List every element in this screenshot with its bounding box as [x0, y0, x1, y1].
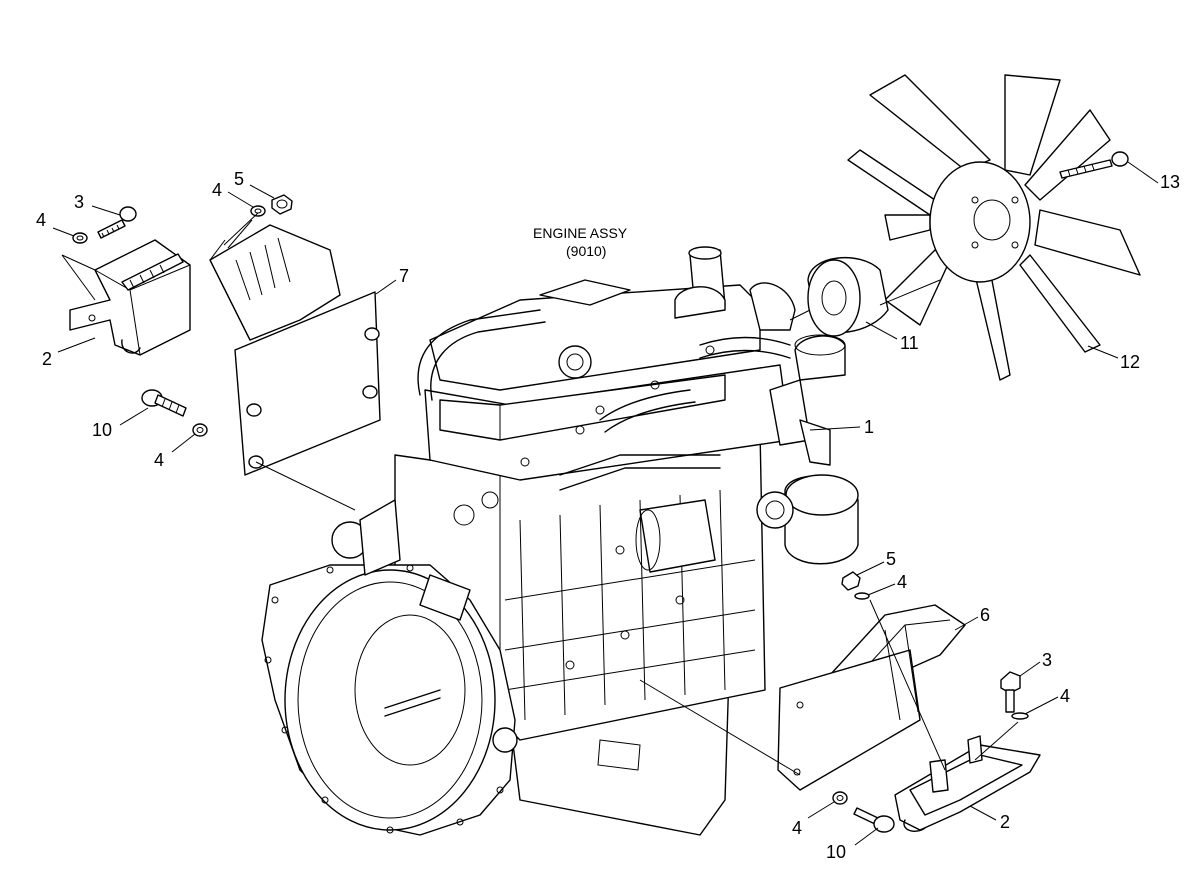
engine-mount-bracket	[777, 604, 966, 791]
hex-bolt	[1000, 671, 1021, 713]
title-line-1: ENGINE ASSY	[533, 225, 628, 241]
hex-bolt	[853, 807, 895, 833]
washer	[1011, 712, 1029, 720]
callout-7: 7	[399, 266, 409, 286]
engine-mount-rubber	[61, 239, 191, 356]
washer	[250, 205, 266, 217]
callout-5: 5	[234, 169, 244, 189]
callout-4: 4	[897, 572, 907, 592]
callout-3: 3	[1042, 650, 1052, 670]
engine-mount-rubber	[894, 735, 1041, 832]
hex-bolt	[1059, 151, 1129, 179]
washer	[72, 232, 88, 244]
engine-mount-bracket	[209, 212, 381, 476]
callout-2: 2	[1000, 812, 1010, 832]
fan-spacer	[807, 257, 889, 337]
hex-bolt	[141, 389, 187, 417]
callout-4: 4	[1060, 686, 1070, 706]
callout-labels: 4 3 5 4 7 2 10 4 13 11 12 1 5 4 6 3 4 4 …	[36, 169, 1180, 862]
callout-5: 5	[886, 549, 896, 569]
callout-12: 12	[1120, 352, 1140, 372]
washer	[192, 423, 208, 437]
flywheel-housing	[261, 499, 518, 836]
callout-13: 13	[1160, 172, 1180, 192]
engine-assembly	[394, 246, 859, 836]
callout-10: 10	[826, 842, 846, 862]
callout-10: 10	[92, 420, 112, 440]
callout-11: 11	[900, 333, 919, 353]
title-line-2: (9010)	[566, 243, 606, 259]
callout-4: 4	[792, 818, 802, 838]
callout-1: 1	[864, 417, 874, 437]
callout-3: 3	[74, 192, 84, 212]
hex-bolt	[97, 206, 137, 239]
callout-4: 4	[154, 450, 164, 470]
callout-6: 6	[980, 605, 990, 625]
hex-nut	[271, 194, 293, 215]
washer	[832, 791, 848, 805]
engine-assy-title: ENGINE ASSY (9010)	[533, 225, 628, 259]
callout-leaders	[52, 161, 1159, 846]
callout-4: 4	[36, 210, 46, 230]
cooling-fan	[847, 74, 1141, 381]
assembly-lines	[227, 219, 1019, 776]
callout-4: 4	[212, 180, 222, 200]
hex-nut	[841, 571, 861, 591]
callout-2: 2	[42, 349, 52, 369]
washer	[854, 592, 870, 600]
